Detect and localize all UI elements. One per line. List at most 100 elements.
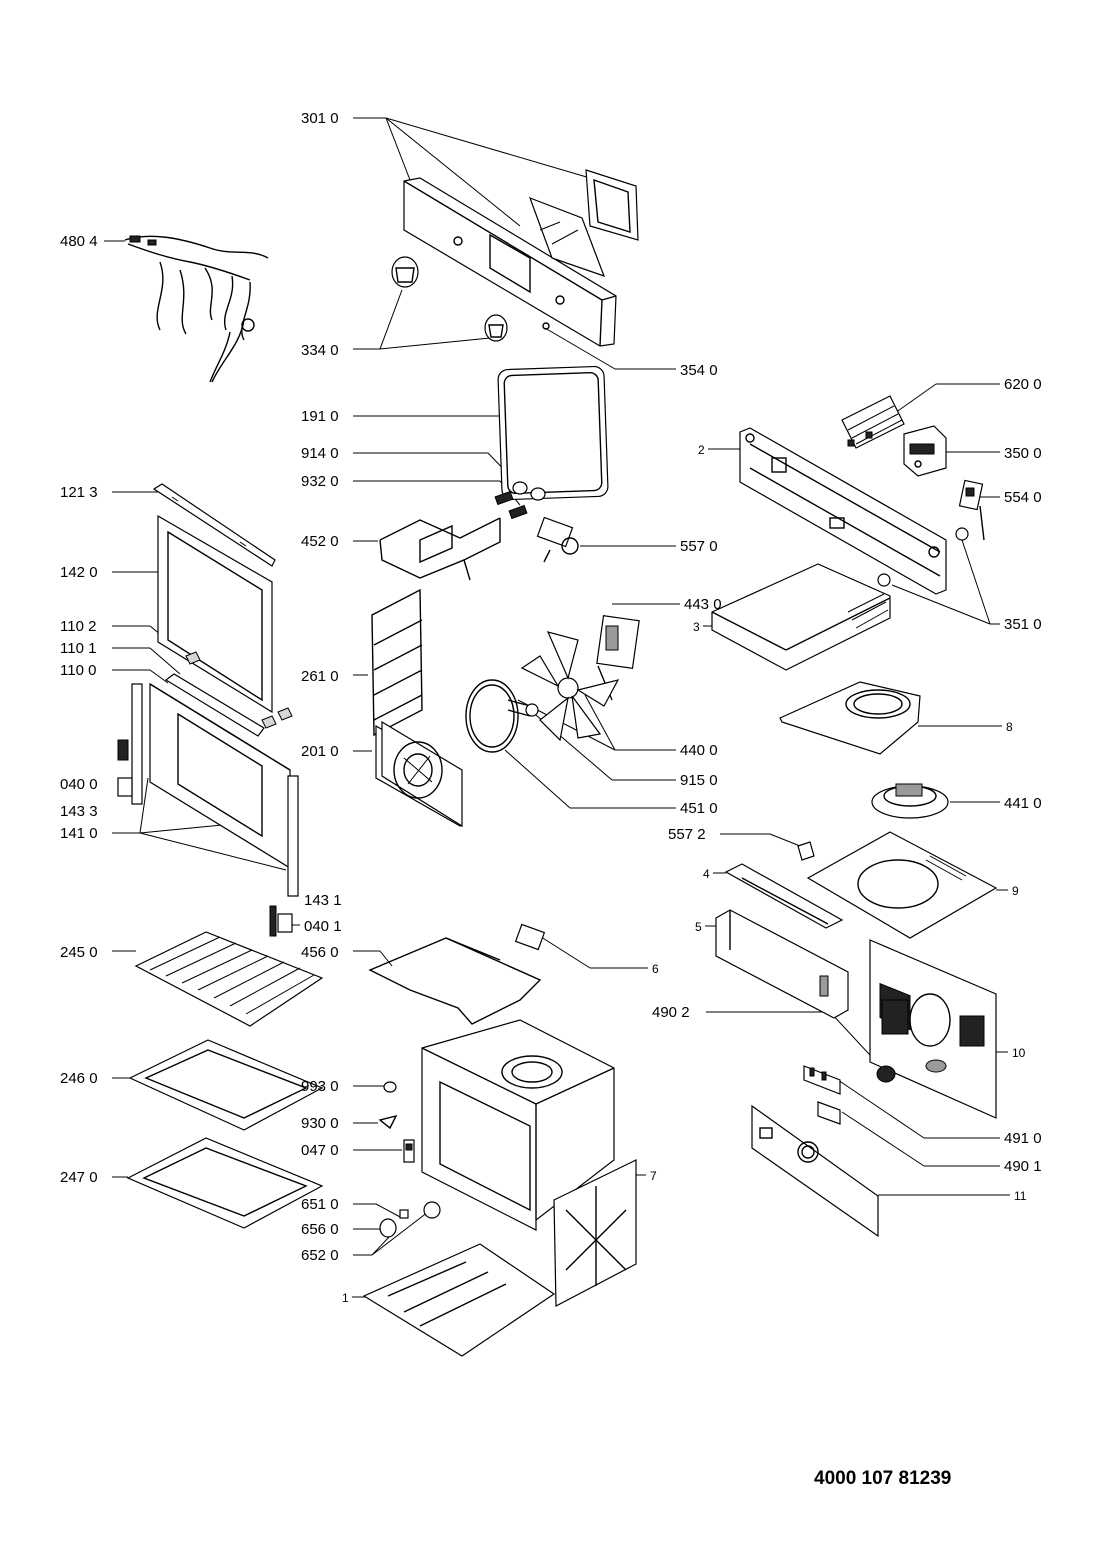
label-201-0: 201 0 xyxy=(301,743,339,760)
label-620-0: 620 0 xyxy=(1004,376,1042,393)
label-557-2: 557 2 xyxy=(668,826,706,843)
door-top-trim-part xyxy=(152,483,276,567)
top-cover-part xyxy=(711,563,891,671)
label-351-0: 351 0 xyxy=(1004,616,1042,633)
cooling-duct-part xyxy=(779,681,921,755)
label-334-0: 334 0 xyxy=(301,342,339,359)
label-110-1: 110 1 xyxy=(60,640,96,657)
side-panel-part xyxy=(553,1159,637,1307)
thermostat-part xyxy=(536,516,579,563)
cooling-fan-part xyxy=(871,783,949,819)
label-557-0: 557 0 xyxy=(680,538,718,555)
small-switch-part xyxy=(817,1101,841,1125)
wiring-harness-part xyxy=(124,235,269,383)
label-143-1: 143 1 xyxy=(304,892,342,909)
switch-part xyxy=(958,479,985,541)
label-451-0: 451 0 xyxy=(680,800,718,817)
rear-panel-part xyxy=(869,939,997,1119)
shelf-guide-part xyxy=(371,588,423,737)
bushing-parts xyxy=(494,481,546,520)
lamp-part xyxy=(877,527,969,587)
label-4: 4 xyxy=(703,867,710,881)
control-board-part xyxy=(751,1104,879,1238)
label-490-1: 490 1 xyxy=(1004,1158,1042,1175)
knob-part-lower xyxy=(484,314,508,342)
knob-part-upper xyxy=(391,256,419,288)
control-panel-front-part xyxy=(403,177,617,347)
control-panel-frame-part xyxy=(739,427,947,595)
label-932-0: 932 0 xyxy=(301,473,339,490)
label-8: 8 xyxy=(1006,720,1013,734)
fan-blade-part xyxy=(520,631,620,742)
display-glass-part xyxy=(528,196,606,277)
label-930-0: 930 0 xyxy=(301,1115,339,1132)
bottom-panel-part xyxy=(806,831,998,939)
thermal-fuse-part xyxy=(797,841,815,861)
label-040-0: 040 0 xyxy=(60,776,98,793)
label-652-0: 652 0 xyxy=(301,1247,339,1264)
label-491-0: 491 0 xyxy=(1004,1130,1042,1147)
selector-switch-part xyxy=(803,1065,841,1095)
door-hinge-left-part xyxy=(117,683,143,805)
label-656-0: 656 0 xyxy=(301,1221,339,1238)
label-554-0: 554 0 xyxy=(1004,489,1042,506)
inner-glass-part xyxy=(157,514,273,714)
label-452-0: 452 0 xyxy=(301,533,339,550)
bottom-heating-element-part xyxy=(368,923,546,1025)
label-7: 7 xyxy=(650,1169,657,1183)
label-110-0: 110 0 xyxy=(60,662,96,679)
label-141-0: 141 0 xyxy=(60,825,98,842)
door-hinge-right-part xyxy=(269,775,299,937)
label-047-0: 047 0 xyxy=(301,1142,339,1159)
label-456-0: 456 0 xyxy=(301,944,339,961)
label-143-3: 143 3 xyxy=(60,803,98,820)
label-10: 10 xyxy=(1012,1046,1026,1060)
display-frame-part xyxy=(585,169,639,241)
label-1: 1 xyxy=(342,1291,349,1305)
wire-shelf-part xyxy=(134,931,324,1027)
label-247-0: 247 0 xyxy=(60,1169,98,1186)
label-914-0: 914 0 xyxy=(301,445,339,462)
label-490-2: 490 2 xyxy=(652,1004,690,1021)
label-2: 2 xyxy=(698,443,705,457)
fan-cover-panel-part xyxy=(375,720,463,828)
label-245-0: 245 0 xyxy=(60,944,98,961)
label-350-0: 350 0 xyxy=(1004,445,1042,462)
bottom-plate-part xyxy=(362,1243,556,1357)
label-110-2: 110 2 xyxy=(60,618,96,635)
outer-door-part xyxy=(149,673,291,870)
label-354-0: 354 0 xyxy=(680,362,718,379)
part-labels: 301 0 480 4 334 0 354 0 191 0 914 0 932 … xyxy=(60,110,1042,1305)
circular-heating-element-part xyxy=(465,679,539,753)
label-651-0: 651 0 xyxy=(301,1196,339,1213)
display-module-part xyxy=(903,425,947,477)
drip-tray-part xyxy=(126,1137,324,1229)
oven-cavity-part xyxy=(421,1019,615,1231)
label-440-0: 440 0 xyxy=(680,742,718,759)
rotary-switch-knob-part xyxy=(876,1065,896,1083)
label-246-0: 246 0 xyxy=(60,1070,98,1087)
label-261-0: 261 0 xyxy=(301,668,339,685)
label-040-1: 040 1 xyxy=(304,918,342,935)
label-993-0: 993 0 xyxy=(301,1078,339,1095)
label-191-0: 191 0 xyxy=(301,408,339,425)
label-5: 5 xyxy=(695,920,702,934)
document-number: 4000 107 81239 xyxy=(814,1468,952,1489)
baking-tray-part xyxy=(128,1039,324,1131)
label-9: 9 xyxy=(1012,884,1019,898)
label-480-4: 480 4 xyxy=(60,233,98,250)
label-443-0: 443 0 xyxy=(684,596,722,613)
glass-spacer-parts xyxy=(185,651,293,729)
top-heating-element-part xyxy=(379,517,501,581)
label-915-0: 915 0 xyxy=(680,772,718,789)
small-fastener-parts xyxy=(378,1081,441,1238)
label-11: 11 xyxy=(1014,1189,1027,1203)
label-441-0: 441 0 xyxy=(1004,795,1042,812)
label-6: 6 xyxy=(652,962,659,976)
door-gasket-part xyxy=(497,365,609,501)
label-121-3: 121 3 xyxy=(60,484,98,501)
heatsink-part xyxy=(841,395,905,449)
label-142-0: 142 0 xyxy=(60,564,98,581)
side-duct-part xyxy=(715,909,849,1019)
